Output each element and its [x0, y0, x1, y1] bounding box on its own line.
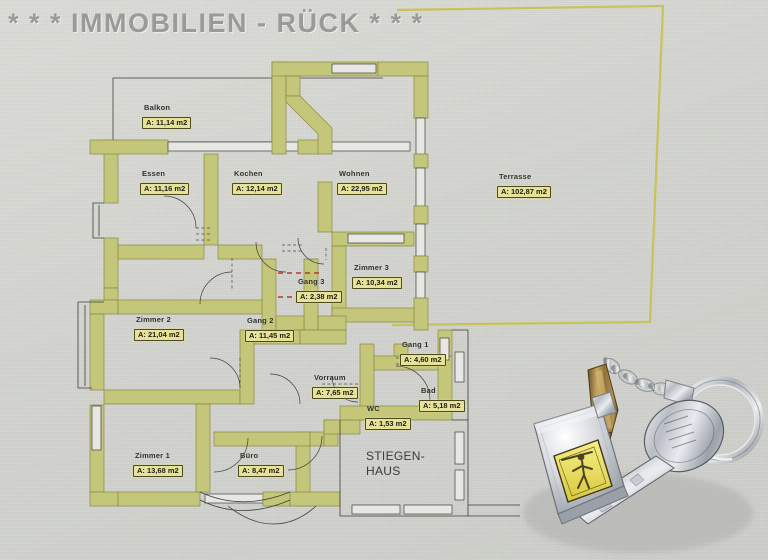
- room-label-balkon: Balkon A: 11,14 m2: [142, 103, 192, 130]
- room-name-buero: Büro: [240, 451, 259, 460]
- room-name-balkon: Balkon: [144, 103, 171, 112]
- room-label-vorraum: Vorraum A: 7,65 m2: [312, 373, 358, 400]
- room-area-vorraum: A: 7,65 m2: [312, 387, 358, 399]
- room-label-gang1: Gang 1 A: 4,60 m2: [400, 340, 446, 367]
- room-area-zimmer3: A: 10,34 m2: [352, 277, 402, 289]
- keychain-photo: [523, 357, 764, 553]
- room-area-gang1: A: 4,60 m2: [400, 354, 446, 366]
- room-name-zimmer3: Zimmer 3: [354, 263, 389, 272]
- room-label-gang2: Gang 2 A: 11,45 m2: [245, 316, 295, 343]
- room-name-essen: Essen: [142, 169, 166, 178]
- room-name-terrasse: Terrasse: [499, 172, 532, 181]
- room-area-wc: A: 1,53 m2: [365, 418, 411, 430]
- room-label-zimmer1: Zimmer 1 A: 13,68 m2: [133, 451, 183, 478]
- room-label-essen: Essen A: 11,16 m2: [140, 169, 190, 196]
- room-label-wohnen: Wohnen A: 22,95 m2: [337, 169, 387, 196]
- room-area-essen: A: 11,16 m2: [140, 183, 190, 195]
- room-name-kochen: Kochen: [234, 169, 263, 178]
- terrace-outline: [391, 4, 665, 327]
- room-name-zimmer1: Zimmer 1: [135, 451, 170, 460]
- room-name-bad: Bad: [421, 386, 436, 395]
- room-area-bad: A: 5,18 m2: [419, 400, 465, 412]
- room-name-wohnen: Wohnen: [339, 169, 370, 178]
- stiegenhaus-text: STIEGEN- HAUS: [366, 449, 425, 479]
- stiegenhaus-line-2: HAUS: [366, 464, 401, 478]
- room-area-kochen: A: 12,14 m2: [232, 183, 282, 195]
- room-name-vorraum: Vorraum: [314, 373, 346, 382]
- room-area-gang2: A: 11,45 m2: [245, 330, 295, 342]
- room-area-terrasse: A: 102,87 m2: [497, 186, 551, 198]
- room-label-zimmer2: Zimmer 2 A: 21,04 m2: [134, 315, 184, 342]
- room-area-wohnen: A: 22,95 m2: [337, 183, 387, 195]
- room-area-zimmer2: A: 21,04 m2: [134, 329, 184, 341]
- room-label-wc: WC A: 1,53 m2: [365, 404, 411, 431]
- room-name-wc: WC: [367, 404, 380, 413]
- room-label-bad: Bad A: 5,18 m2: [419, 386, 465, 413]
- key-chain: [603, 357, 669, 393]
- room-area-balkon: A: 11,14 m2: [142, 117, 192, 129]
- room-label-buero: Büro A: 8,47 m2: [238, 451, 284, 478]
- room-label-kochen: Kochen A: 12,14 m2: [232, 169, 282, 196]
- room-name-gang2: Gang 2: [247, 316, 274, 325]
- room-label-terrasse: Terrasse A: 102,87 m2: [497, 172, 551, 199]
- stiegenhaus-line-1: STIEGEN-: [366, 449, 426, 463]
- room-name-gang3: Gang 3: [298, 277, 325, 286]
- room-area-zimmer1: A: 13,68 m2: [133, 465, 183, 477]
- room-area-buero: A: 8,47 m2: [238, 465, 284, 477]
- room-label-zimmer3: Zimmer 3 A: 10,34 m2: [352, 263, 402, 290]
- key-fob: [533, 403, 629, 525]
- room-label-gang3: Gang 3 A: 2,38 m2: [296, 277, 342, 304]
- room-name-zimmer2: Zimmer 2: [136, 315, 171, 324]
- room-name-gang1: Gang 1: [402, 340, 429, 349]
- watermark-text: * * * IMMOBILIEN - RÜCK * * *: [8, 8, 424, 38]
- room-area-gang3: A: 2,38 m2: [296, 291, 342, 303]
